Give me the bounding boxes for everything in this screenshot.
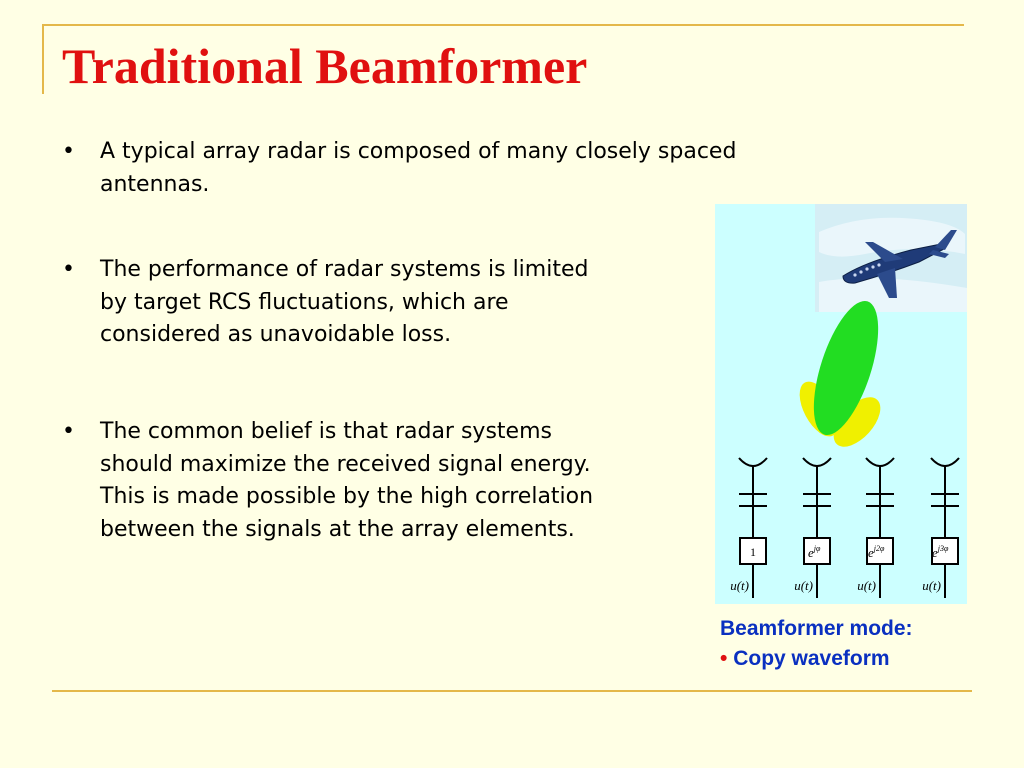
caption-item-text: Copy waveform xyxy=(733,647,890,670)
caption-heading: Beamformer mode: xyxy=(720,617,913,640)
main-lobe xyxy=(813,300,879,436)
frame-bottom-line xyxy=(52,690,972,692)
antenna-icon xyxy=(738,457,768,467)
airplane-icon xyxy=(842,230,957,298)
weight-label: ej3φ xyxy=(932,544,949,560)
caption-bullet: • xyxy=(720,647,728,670)
antenna-element xyxy=(930,457,960,598)
slide-title: Traditional Beamformer xyxy=(62,38,588,94)
bullet-text: A typical array radar is composed of man… xyxy=(100,139,737,197)
input-label: u(t) xyxy=(857,578,876,593)
antenna-icon xyxy=(930,457,960,467)
frame-top-line xyxy=(42,24,964,26)
antenna-element xyxy=(802,457,832,598)
input-label: u(t) xyxy=(730,578,749,593)
side-lobe-right xyxy=(833,397,881,447)
caption-block: Beamformer mode: • Copy waveform xyxy=(720,614,913,674)
bullet-symbol: • xyxy=(62,139,75,164)
frame-left-line xyxy=(42,24,44,94)
antenna-icon xyxy=(865,457,895,467)
antenna-icon xyxy=(802,457,832,467)
beamformer-figure: 1 ejφ ej2φ ej3φ u(t) u(t) u(t) u(t) xyxy=(715,204,967,604)
airplane-picture xyxy=(815,204,967,312)
antenna-element xyxy=(738,457,768,598)
antenna-element xyxy=(865,457,895,598)
weight-label: ej2φ xyxy=(868,544,885,560)
input-label: u(t) xyxy=(922,578,941,593)
beam-pattern xyxy=(799,300,881,447)
weight-label: 1 xyxy=(750,545,756,559)
bullet-text: The performance of radar systems is limi… xyxy=(100,257,589,347)
bullet-symbol: • xyxy=(62,419,75,444)
caption-item: • Copy waveform xyxy=(720,644,913,674)
input-label: u(t) xyxy=(794,578,813,593)
beamformer-diagram: 1 ejφ ej2φ ej3φ u(t) u(t) u(t) u(t) xyxy=(730,204,967,598)
antenna-array xyxy=(738,457,960,598)
bullet-text: The common belief is that radar systems … xyxy=(100,419,594,542)
bullet-symbol: • xyxy=(62,257,75,282)
weight-label: ejφ xyxy=(808,544,821,560)
